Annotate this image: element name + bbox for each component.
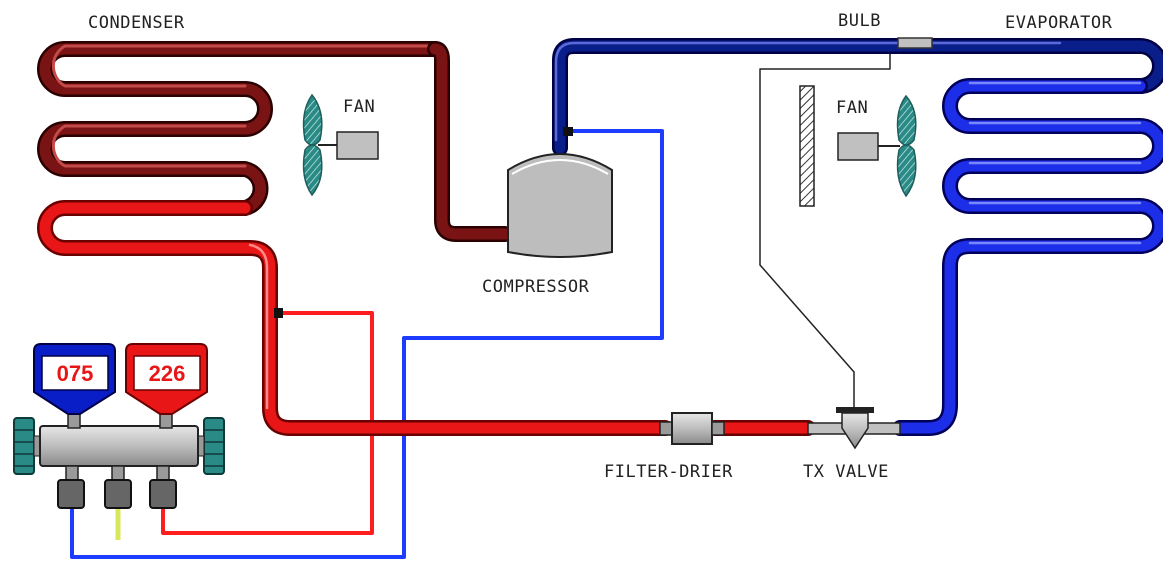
gauge-hoses [70,45,891,559]
evaporator-label: EVAPORATOR [1005,13,1113,33]
evaporator-coil [892,78,1163,436]
sensing-bulb [897,37,933,49]
filter-drier [659,412,725,445]
high-side-port [274,308,283,318]
compressor [507,153,613,258]
bulb-label: BULB [838,11,881,31]
tx-valve [807,407,901,450]
air-filter [799,85,815,207]
tx-valve-label: TX VALVE [803,462,889,482]
compressor-label: COMPRESSOR [482,277,590,297]
fan-motor [837,132,879,161]
evaporator-fan [799,85,917,207]
liquid-line [37,200,816,436]
high-side-hose [161,311,374,535]
low-side-gauge: 075 [33,343,116,415]
suction-line [552,38,1163,156]
condenser-fan [302,93,379,197]
bulb-capillary [759,45,891,409]
low-side-hose [70,129,664,559]
gauge-manifold [13,411,225,509]
low-side-port [563,127,573,136]
low-side-reading: 075 [57,361,94,386]
fan-motor [336,131,379,160]
fan-left-label: FAN [343,97,375,117]
condenser-coil [37,41,513,242]
fan-right-label: FAN [836,98,868,118]
high-side-reading: 226 [149,361,186,386]
filter-drier-label: FILTER-DRIER [604,462,733,482]
high-side-gauge: 226 [125,343,208,415]
condenser-label: CONDENSER [88,13,185,33]
